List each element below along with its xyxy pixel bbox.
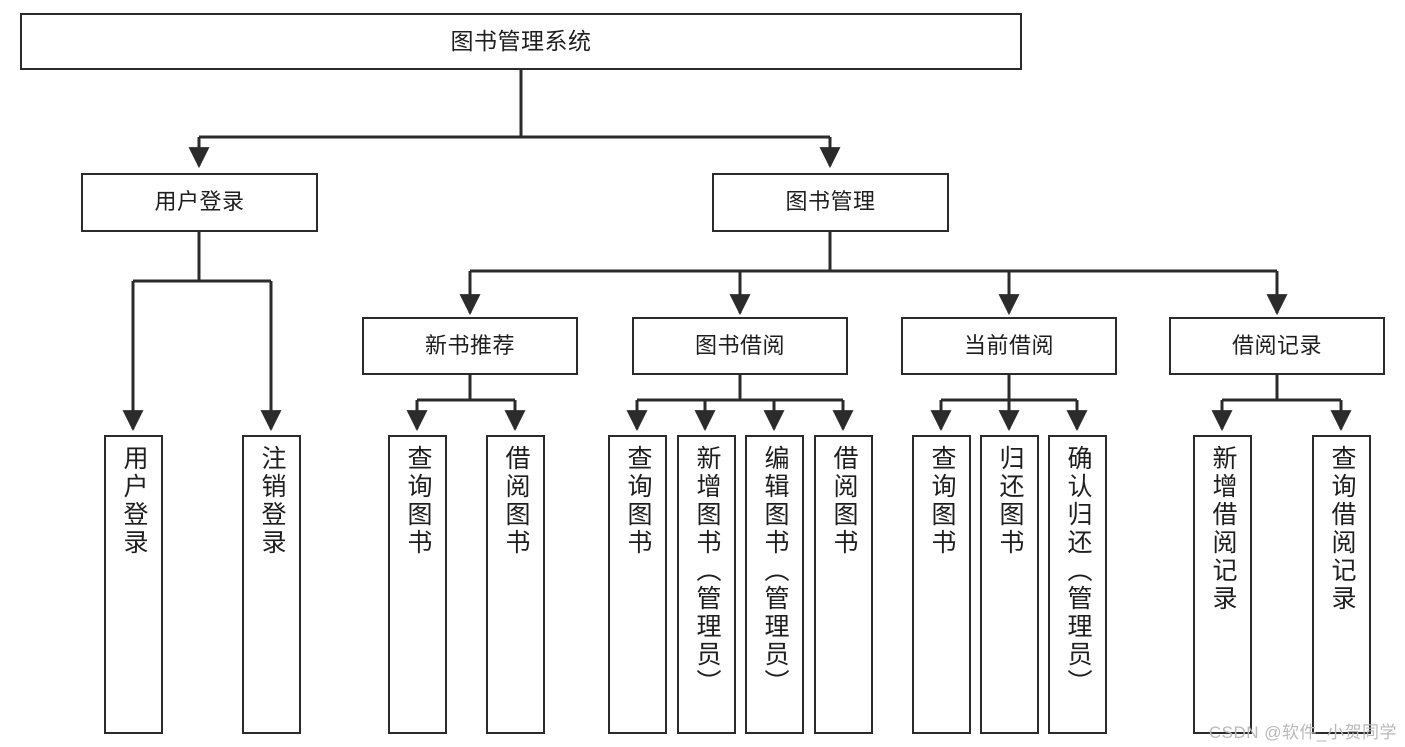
node-borrow-record-label: 借阅记录 xyxy=(1231,332,1322,358)
node-leaf-borrow-book-2-label: 借阅图书 xyxy=(830,445,858,557)
node-leaf-edit-book-label: 编辑图书（管理员） xyxy=(761,445,789,697)
node-leaf-add-record[interactable]: 新增借阅记录 xyxy=(1193,435,1252,734)
node-user-login-label: 用户登录 xyxy=(154,189,245,215)
node-leaf-user-login-label: 用户登录 xyxy=(120,445,148,557)
node-leaf-query-book-2[interactable]: 查询图书 xyxy=(608,435,667,734)
node-leaf-query-book-2-label: 查询图书 xyxy=(624,445,652,557)
node-book-borrow[interactable]: 图书借阅 xyxy=(632,317,848,375)
node-leaf-query-book-1[interactable]: 查询图书 xyxy=(388,435,447,734)
node-book-borrow-label: 图书借阅 xyxy=(694,332,785,358)
node-leaf-logout[interactable]: 注销登录 xyxy=(242,435,301,734)
node-book-manage-label: 图书管理 xyxy=(785,189,876,215)
node-leaf-confirm-return-label: 确认归还（管理员） xyxy=(1064,445,1092,697)
node-borrow-record[interactable]: 借阅记录 xyxy=(1169,317,1385,375)
node-new-book-recommend[interactable]: 新书推荐 xyxy=(362,317,578,375)
watermark: CSDN @软件_小贺同学 xyxy=(1208,723,1397,742)
node-leaf-add-record-label: 新增借阅记录 xyxy=(1209,445,1237,613)
node-leaf-borrow-book-1-label: 借阅图书 xyxy=(502,445,530,557)
node-root[interactable]: 图书管理系统 xyxy=(20,13,1022,70)
node-current-borrow[interactable]: 当前借阅 xyxy=(901,317,1117,375)
node-user-login[interactable]: 用户登录 xyxy=(81,173,318,232)
node-leaf-query-book-1-label: 查询图书 xyxy=(404,445,432,557)
node-leaf-borrow-book-2[interactable]: 借阅图书 xyxy=(814,435,873,734)
node-leaf-add-book[interactable]: 新增图书（管理员） xyxy=(677,435,736,734)
node-leaf-logout-label: 注销登录 xyxy=(258,445,286,557)
node-leaf-return-book[interactable]: 归还图书 xyxy=(980,435,1039,734)
node-leaf-query-book-3[interactable]: 查询图书 xyxy=(912,435,971,734)
node-current-borrow-label: 当前借阅 xyxy=(963,332,1054,358)
node-leaf-confirm-return[interactable]: 确认归还（管理员） xyxy=(1048,435,1107,734)
node-leaf-borrow-book-1[interactable]: 借阅图书 xyxy=(486,435,545,734)
node-leaf-query-book-3-label: 查询图书 xyxy=(928,445,956,557)
node-new-book-recommend-label: 新书推荐 xyxy=(424,332,515,358)
node-leaf-user-login[interactable]: 用户登录 xyxy=(104,435,163,734)
node-root-label: 图书管理系统 xyxy=(450,27,592,54)
node-book-manage[interactable]: 图书管理 xyxy=(712,173,949,232)
node-leaf-return-book-label: 归还图书 xyxy=(996,445,1024,557)
node-leaf-query-record[interactable]: 查询借阅记录 xyxy=(1312,435,1371,734)
node-leaf-add-book-label: 新增图书（管理员） xyxy=(693,445,721,697)
node-leaf-edit-book[interactable]: 编辑图书（管理员） xyxy=(745,435,804,734)
node-leaf-query-record-label: 查询借阅记录 xyxy=(1328,445,1356,613)
